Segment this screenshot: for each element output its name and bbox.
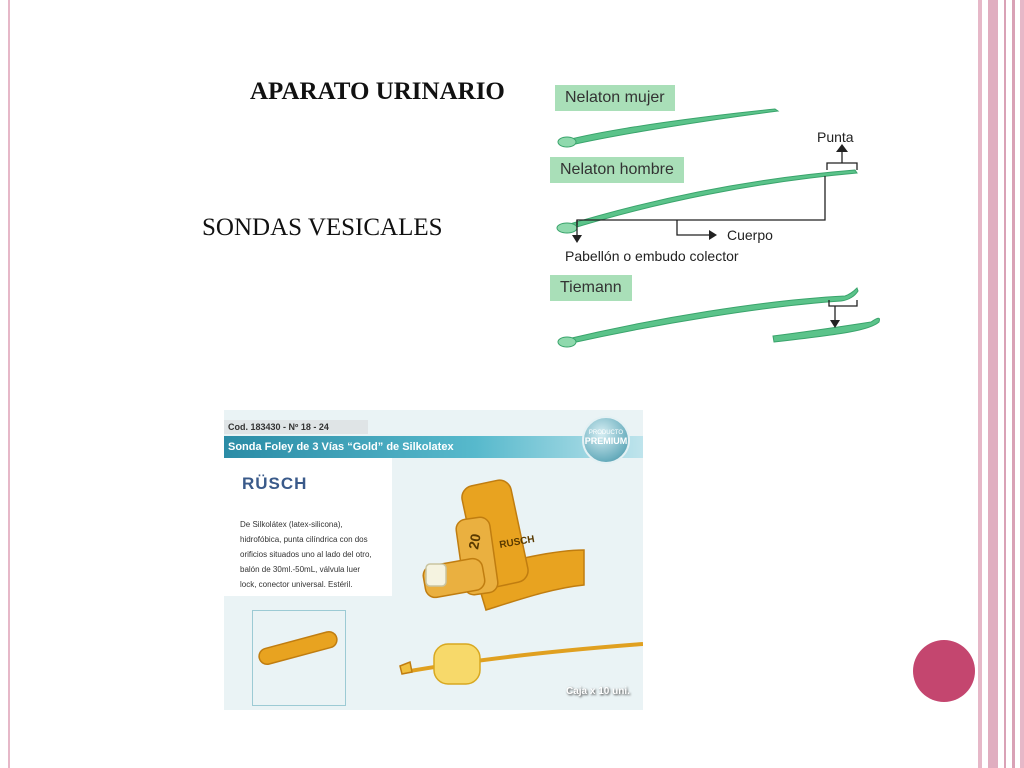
body-bracket bbox=[576, 176, 826, 225]
product-code: Cod. 183430 - Nº 18 - 24 bbox=[224, 420, 368, 434]
nelaton-mujer-catheter bbox=[566, 108, 780, 146]
product-title-band: Sonda Foley de 3 Vías “Gold” de Silkolat… bbox=[224, 436, 643, 458]
slide-subtitle: SONDAS VESICALES bbox=[202, 214, 443, 241]
catheter-drawing bbox=[556, 108, 880, 348]
right-border-rule bbox=[1012, 0, 1015, 768]
description-line: balón de 30ml.-50mL, válvula luer bbox=[240, 565, 361, 574]
luer-valve bbox=[425, 563, 447, 587]
premium-badge-line1: PRODUCTO bbox=[588, 430, 624, 436]
tip-detail-thumbnail bbox=[252, 610, 346, 706]
label-punta: Punta bbox=[817, 129, 854, 145]
decorative-circle bbox=[913, 640, 975, 702]
tiemann-arrow-icon bbox=[830, 320, 840, 328]
right-border-rule bbox=[988, 0, 998, 768]
box-quantity: Caja x 10 uni. bbox=[566, 686, 630, 697]
right-border-rule bbox=[1004, 0, 1006, 768]
thumb-catheter-tip bbox=[258, 630, 338, 666]
catheter-tip bbox=[399, 660, 413, 675]
catheter-diagram: Nelaton mujer Nelaton hombre Tiemann Pun… bbox=[545, 78, 895, 350]
tube-size: 20 bbox=[465, 532, 483, 550]
left-border-rule bbox=[8, 0, 10, 768]
cuerpo-arrow-line bbox=[676, 220, 710, 236]
punta-arrow-icon bbox=[836, 144, 848, 152]
description-line: hidrofóbica, punta cilíndrica con dos bbox=[240, 535, 368, 544]
right-border-rule bbox=[978, 0, 982, 768]
right-border-rule bbox=[1020, 0, 1024, 768]
label-pabellon: Pabellón o embudo colector bbox=[565, 248, 739, 264]
label-nelaton-hombre: Nelaton hombre bbox=[550, 157, 684, 183]
tiemann-tip-detail bbox=[772, 317, 880, 343]
balloon bbox=[433, 643, 481, 685]
pabellon-arrow-icon bbox=[572, 235, 582, 243]
punta-bracket bbox=[826, 162, 858, 170]
nelaton-hombre-catheter bbox=[562, 169, 858, 231]
foley-catheter-drawing: RUSCH 20 bbox=[258, 479, 643, 685]
nelaton-mujer-funnel bbox=[557, 136, 577, 148]
label-cuerpo: Cuerpo bbox=[727, 227, 773, 243]
description-line: lock, conector universal. Estéril. bbox=[240, 580, 353, 589]
premium-badge-line2: PREMIUM bbox=[584, 436, 628, 446]
premium-badge: PRODUCTO PREMIUM bbox=[582, 416, 630, 464]
foley-catheter-product-image: Cod. 183430 - Nº 18 - 24 Sonda Foley de … bbox=[224, 410, 643, 710]
product-description-panel bbox=[224, 458, 392, 596]
tiemann-catheter bbox=[562, 287, 859, 345]
slide-title: APARATO URINARIO bbox=[250, 78, 505, 105]
label-tiemann: Tiemann bbox=[550, 275, 632, 301]
description-line: orificios situados uno al lado del otro, bbox=[240, 550, 372, 559]
tiemann-bracket bbox=[828, 300, 858, 307]
label-nelaton-mujer: Nelaton mujer bbox=[555, 85, 675, 111]
cuerpo-arrow-icon bbox=[709, 230, 717, 240]
product-title: Sonda Foley de 3 Vías “Gold” de Silkolat… bbox=[228, 441, 454, 453]
product-description: De Silkolátex (latex-silicona), hidrofób… bbox=[240, 517, 400, 592]
nelaton-hombre-funnel bbox=[556, 222, 578, 234]
brand-logo: RÜSCH bbox=[242, 474, 308, 493]
tiemann-funnel bbox=[557, 336, 577, 348]
description-line: De Silkolátex (latex-silicona), bbox=[240, 520, 343, 529]
